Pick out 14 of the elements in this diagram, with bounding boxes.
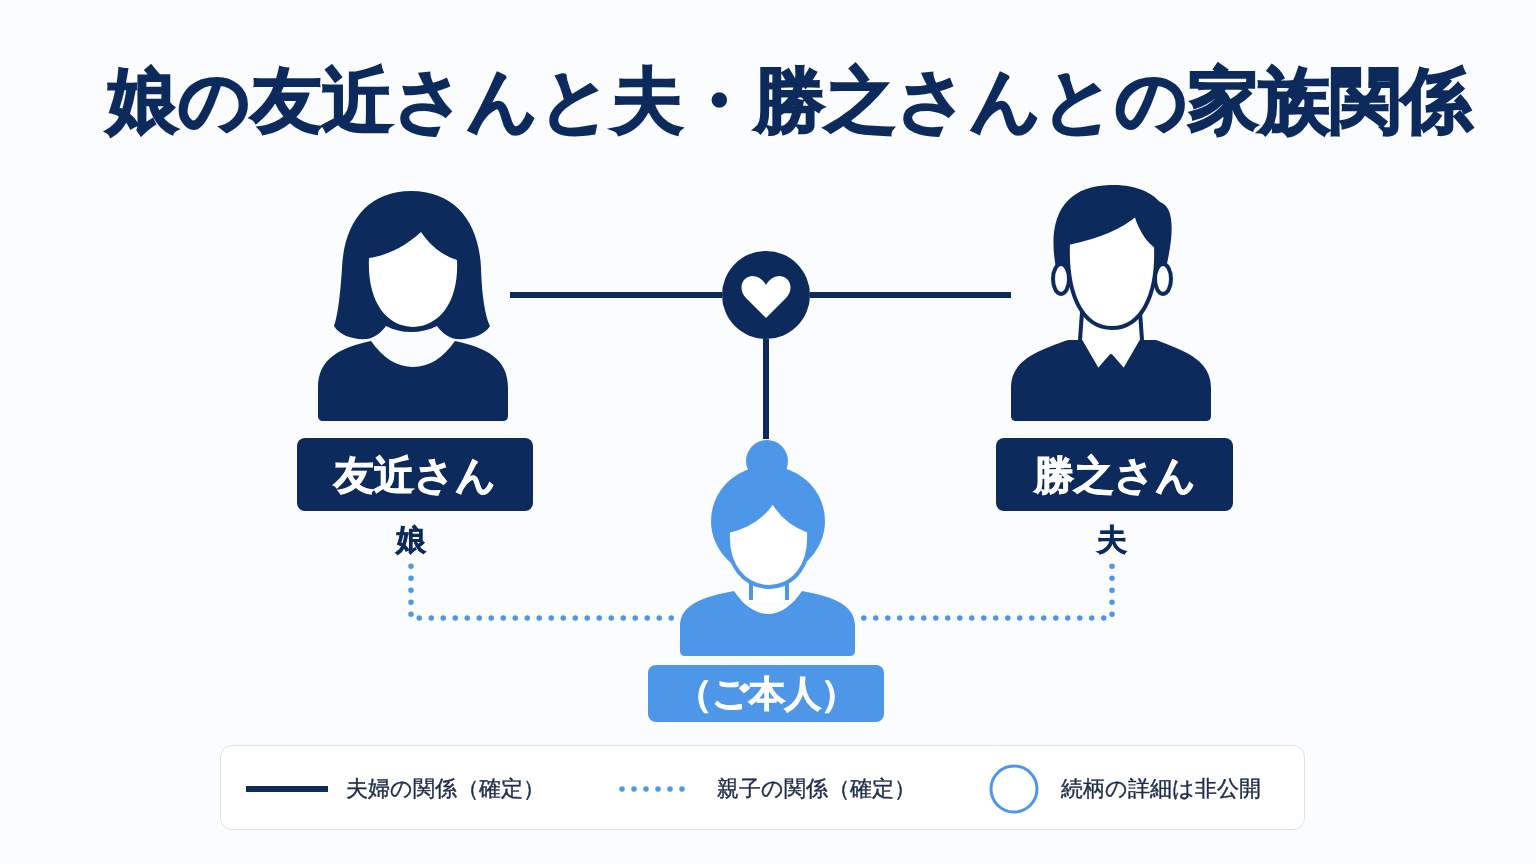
name-badge: 勝之さん (996, 438, 1233, 511)
legend-text: 夫婦の関係（確定） (346, 778, 545, 800)
relation-label: 娘 (396, 525, 426, 555)
name-badge: （ご本人） (648, 665, 884, 722)
person-silhouette (679, 439, 856, 657)
legend-text: 親子の関係（確定） (717, 778, 916, 800)
man-silhouette (1011, 184, 1212, 422)
name-badge: 友近さん (297, 438, 533, 511)
legend-text: 続柄の詳細は非公開 (1061, 778, 1261, 800)
connector-line (763, 339, 769, 439)
connector-line (510, 292, 722, 298)
title: 娘の友近さんと夫・勝之さんとの家族関係 (106, 65, 1472, 136)
relation-label: 夫 (1097, 525, 1127, 555)
connector-line (810, 292, 1011, 298)
